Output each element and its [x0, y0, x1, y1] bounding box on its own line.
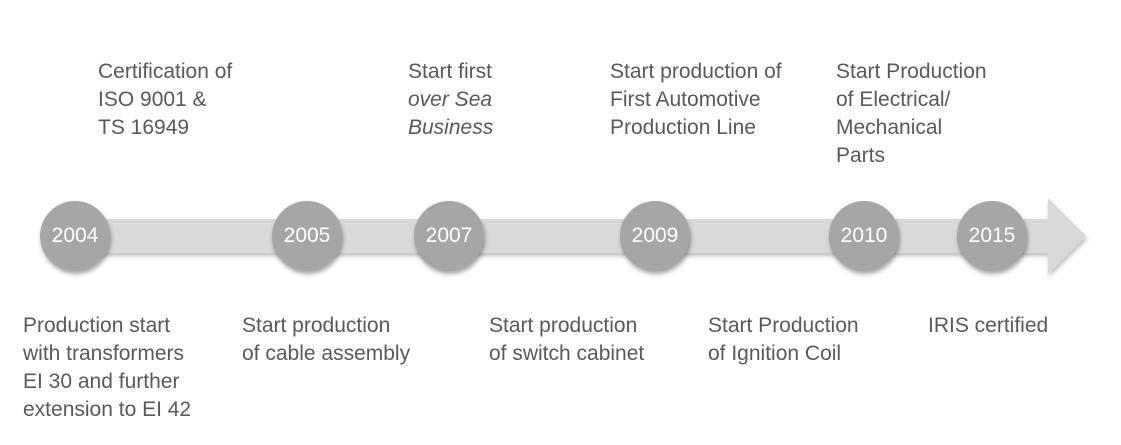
bottom-note-transformers: Production start with transformers EI 30…: [23, 312, 191, 424]
note-line: IRIS certified: [928, 314, 1049, 337]
note-line: Start Production: [708, 314, 859, 337]
year-label: 2015: [968, 224, 1016, 247]
note-line: Mechanical: [836, 116, 943, 139]
note-line: ISO 9001 &: [98, 88, 207, 111]
bottom-note-switch-cabinet: Start production of switch cabinet: [489, 312, 644, 368]
year-circle-2009: 2009: [620, 201, 690, 271]
note-line: extension to EI 42: [23, 398, 192, 421]
year-circle-2004: 2004: [40, 201, 110, 271]
note-line: of switch cabinet: [489, 342, 645, 365]
note-line: Start Production: [836, 60, 987, 83]
note-line: Start production: [242, 314, 391, 337]
year-circle-2007: 2007: [414, 201, 484, 271]
note-line: of Ignition Coil: [708, 342, 842, 365]
note-line: EI 30 and further: [23, 370, 180, 393]
year-circle-2015: 2015: [957, 201, 1027, 271]
bottom-note-iris: IRIS certified: [928, 312, 1048, 340]
year-label: 2004: [51, 224, 99, 247]
note-line: First Automotive: [610, 88, 761, 111]
note-line: Certification of: [98, 60, 233, 83]
top-note-certification: Certification of ISO 9001 & TS 16949: [98, 58, 232, 142]
note-line: over Sea: [408, 88, 493, 111]
note-line: Business: [408, 116, 494, 139]
top-note-overseas: Start first over Sea Business: [408, 58, 493, 142]
bottom-note-cable: Start production of cable assembly: [242, 312, 410, 368]
top-note-electrical: Start Production of Electrical/ Mechanic…: [836, 58, 987, 170]
note-line: of cable assembly: [242, 342, 411, 365]
arrow-shape: [75, 198, 1086, 274]
note-line: with transformers: [23, 342, 185, 365]
year-label: 2009: [631, 224, 679, 247]
note-line: of Electrical/: [836, 88, 951, 111]
top-note-automotive: Start production of First Automotive Pro…: [610, 58, 782, 142]
note-line: Production Line: [610, 116, 756, 139]
year-label: 2007: [425, 224, 473, 247]
note-line: Production start: [23, 314, 171, 337]
year-circle-2010: 2010: [829, 201, 899, 271]
note-line: TS 16949: [98, 116, 190, 139]
note-line: Parts: [836, 144, 886, 167]
note-line: Start production: [489, 314, 638, 337]
year-label: 2005: [283, 224, 331, 247]
bottom-note-ignition-coil: Start Production of Ignition Coil: [708, 312, 859, 368]
year-circle-2005: 2005: [272, 201, 342, 271]
year-label: 2010: [840, 224, 888, 247]
note-line: Start first: [408, 60, 493, 83]
note-line: Start production of: [610, 60, 782, 83]
